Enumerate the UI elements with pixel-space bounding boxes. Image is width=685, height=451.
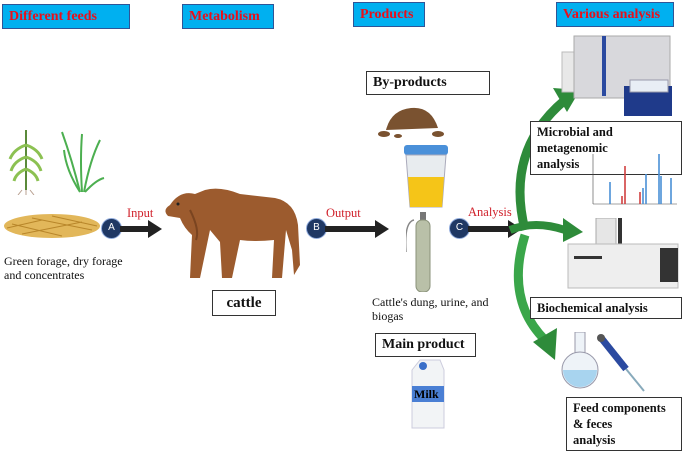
header-various-analysis: Various analysis [556, 2, 674, 27]
green-arrows [508, 88, 583, 360]
feed-analysis-line2: analysis [573, 433, 616, 447]
milk-carton-icon [411, 359, 445, 429]
main-product-label: Main product [375, 333, 476, 357]
step-b-badge: B [306, 218, 327, 239]
microbial-analysis-line1: Microbial and metagenomic [537, 125, 613, 155]
grass-icon [61, 131, 105, 193]
input-label: Input [127, 206, 154, 220]
pipette-icon [597, 334, 645, 392]
arrow-head-up [553, 88, 580, 112]
microbial-analysis-label: Microbial and metagenomic analysis [530, 121, 682, 175]
step-a-badge: A [101, 218, 122, 239]
biochemical-analysis-label: Biochemical analysis [530, 297, 682, 319]
cattle-label: cattle [212, 290, 276, 316]
arrow-to-microbial [515, 96, 568, 232]
header-metabolism: Metabolism [182, 4, 274, 29]
by-products-caption-line1: Cattle's dung, urine, and [372, 295, 489, 309]
urine-cup-icon [404, 145, 448, 208]
step-c-badge: C [449, 218, 470, 239]
arrow-to-biochemical [508, 221, 567, 234]
sequencer-machine-icon [561, 35, 672, 116]
arrow-to-feed [513, 233, 549, 344]
output-arrow [325, 220, 389, 238]
arrow-head-right [563, 218, 583, 242]
header-different-feeds: Different feeds [2, 4, 130, 29]
by-products-label: By-products [366, 71, 490, 95]
analysis-arrow [468, 220, 522, 238]
green-forage-plant-icon [8, 130, 44, 195]
arrow-head-down [533, 328, 557, 360]
hay-pile-icon [4, 214, 100, 238]
feed-feces-analysis-label: Feed components & feces analysis [566, 397, 682, 451]
header-products: Products [353, 2, 425, 27]
mass-spectrum-icon [592, 154, 677, 205]
flask-icon [561, 332, 599, 389]
output-label: Output [326, 206, 361, 220]
feeds-caption-line1: Green forage, dry forage [4, 254, 123, 268]
milk-text: Milk [414, 387, 439, 401]
dung-icon [378, 107, 444, 138]
biogas-cylinder-icon [406, 212, 431, 292]
input-arrow [120, 220, 162, 238]
microbial-analysis-line2: analysis [537, 157, 580, 171]
by-products-caption-line2: biogas [372, 309, 404, 323]
analysis-label: Analysis [468, 205, 512, 219]
feeds-caption-line2: and concentrates [4, 268, 85, 282]
cattle-icon [165, 188, 300, 278]
feed-analysis-line1: Feed components & feces [573, 401, 666, 431]
lc-ms-machine-icon [567, 218, 679, 289]
